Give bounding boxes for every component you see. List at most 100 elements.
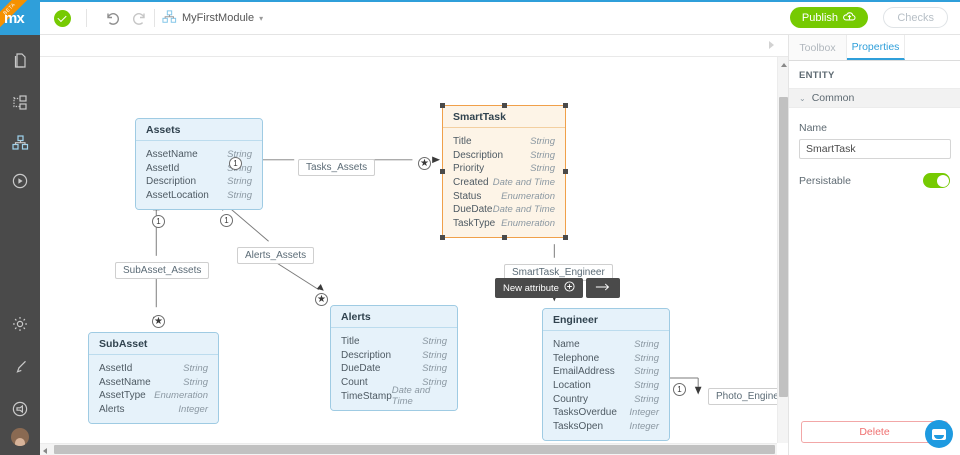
resize-handle[interactable] xyxy=(440,169,445,175)
chevron-right-icon[interactable] xyxy=(769,41,774,49)
app-logo[interactable]: BETA mx xyxy=(0,0,40,35)
avatar[interactable] xyxy=(11,428,29,446)
attribute-name: TaskType xyxy=(453,217,496,229)
sidebar-item-microflows[interactable] xyxy=(0,164,40,200)
sidebar-item-theme[interactable] xyxy=(0,350,40,386)
undo-button[interactable] xyxy=(100,8,122,28)
resize-handle[interactable] xyxy=(501,103,507,108)
attribute-name: Created xyxy=(453,177,489,189)
redo-button[interactable] xyxy=(130,8,152,28)
attribute-name: Count xyxy=(341,377,368,389)
entity-attributes: AssetNameStringAssetIdStringDescriptionS… xyxy=(136,141,262,210)
check-circle-icon[interactable] xyxy=(54,10,71,27)
domain-model-canvas[interactable]: AssetsAssetNameStringAssetIdStringDescri… xyxy=(40,57,777,443)
association-label-subasset_assets[interactable]: SubAsset_Assets xyxy=(115,262,210,279)
attribute-type: Integer xyxy=(178,404,208,416)
sidebar-item-pages[interactable] xyxy=(0,44,40,80)
association-label-photo_engineer[interactable]: Photo_Engineer xyxy=(708,388,777,405)
canvas-toolstrip xyxy=(40,35,788,57)
canvas-vertical-scrollbar[interactable] xyxy=(777,57,788,443)
attribute-type: Date and Time xyxy=(492,177,555,189)
theme-brush-icon xyxy=(12,359,28,378)
attribute-name: Telephone xyxy=(553,352,600,364)
sidebar-item-feedback[interactable] xyxy=(0,392,40,428)
new-association-button[interactable] xyxy=(585,278,620,298)
resize-handle[interactable] xyxy=(501,235,507,241)
attribute-name: AssetId xyxy=(99,363,133,375)
new-attribute-button[interactable]: New attribute xyxy=(495,278,583,298)
common-group-label: Common xyxy=(811,92,855,104)
tab-properties[interactable]: Properties xyxy=(847,35,905,60)
resize-handle[interactable] xyxy=(563,235,568,241)
scroll-left-icon[interactable] xyxy=(43,448,47,454)
vertical-scroll-thumb[interactable] xyxy=(779,97,788,397)
toolbar-divider-2 xyxy=(154,9,155,27)
association-label-tasks_assets[interactable]: Tasks_Assets xyxy=(298,159,376,176)
canvas-horizontal-scrollbar[interactable] xyxy=(40,443,777,455)
feedback-megaphone-icon xyxy=(12,401,28,420)
entity-assets[interactable]: AssetsAssetNameStringAssetIdStringDescri… xyxy=(135,118,263,211)
name-input[interactable] xyxy=(799,139,951,159)
attribute-name: TasksOpen xyxy=(553,420,604,432)
checks-button[interactable]: Checks xyxy=(883,7,948,28)
delete-button[interactable]: Delete xyxy=(801,421,948,443)
association-label-alerts_assets[interactable]: Alerts_Assets xyxy=(237,247,315,264)
module-selector[interactable]: MyFirstModule ▾ xyxy=(162,8,263,28)
sidebar-item-domain-model[interactable] xyxy=(0,126,40,162)
sidebar-item-settings[interactable] xyxy=(0,307,40,343)
resize-handle[interactable] xyxy=(563,103,568,108)
sidebar-item-navigation[interactable] xyxy=(0,86,40,122)
left-rail: BETA mx xyxy=(0,0,40,455)
common-group-header[interactable]: ⌄ Common xyxy=(789,88,960,108)
attribute-type: Date and Time xyxy=(492,204,555,216)
scroll-up-icon[interactable] xyxy=(781,63,787,67)
resize-handle[interactable] xyxy=(563,169,568,175)
publish-button[interactable]: Publish xyxy=(789,7,868,28)
horizontal-scroll-thumb[interactable] xyxy=(54,445,775,454)
new-attribute-label: New attribute xyxy=(503,282,559,294)
attribute-name: AssetName xyxy=(146,149,198,161)
properties-panel: Toolbox Properties ENTITY ⌄ Common Name … xyxy=(788,35,960,455)
toolbar-divider-1 xyxy=(86,9,87,27)
resize-handle[interactable] xyxy=(440,235,445,241)
attribute-name: AssetType xyxy=(99,390,146,402)
chat-bubble-icon[interactable] xyxy=(925,420,953,448)
persistable-toggle[interactable] xyxy=(923,173,950,188)
tab-toolbox[interactable]: Toolbox xyxy=(789,35,847,60)
canvas-area: AssetsAssetNameStringAssetIdStringDescri… xyxy=(40,35,788,455)
attribute-name: Priority xyxy=(453,163,485,175)
resize-handle[interactable] xyxy=(440,103,445,108)
attribute-name: DueDate xyxy=(341,363,381,375)
